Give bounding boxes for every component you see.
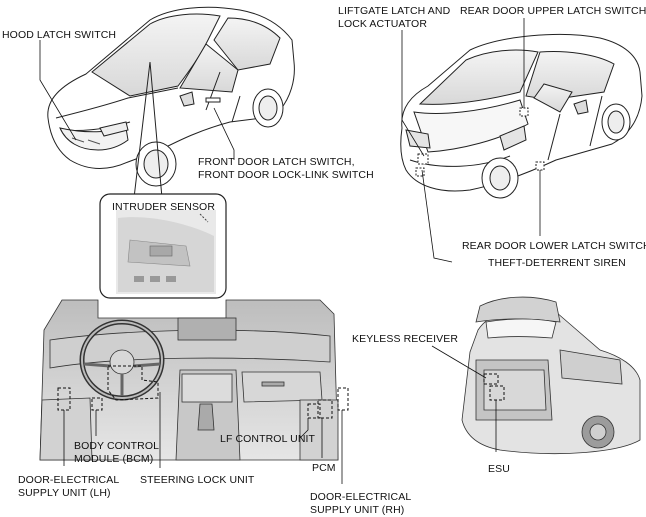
label-liftgate-latch-line2: LOCK ACTUATOR [338, 17, 428, 30]
label-door-electrical-supply-rh-line2: SUPPLY UNIT (RH) [310, 503, 405, 516]
rear-car-illustration [400, 33, 643, 199]
label-esu-text: ESU [488, 463, 510, 475]
label-steering-lock-unit: STEERING LOCK UNIT [140, 474, 254, 487]
label-lf-control-unit-text: LF CONTROL UNIT [220, 433, 316, 445]
leader-lines [39, 18, 541, 484]
liftgate-car-illustration [461, 296, 641, 455]
label-door-electrical-supply-rh-line1: DOOR-ELECTRICAL [310, 491, 412, 503]
label-front-door-switch-line1: FRONT DOOR LATCH SWITCH, [198, 156, 355, 168]
label-bcm: BODY CONTROL MODULE (BCM) [74, 440, 159, 465]
label-keyless-receiver: KEYLESS RECEIVER [352, 333, 458, 346]
dashboard-illustration [39, 299, 349, 461]
label-pcm-text: PCM [312, 462, 336, 474]
label-rear-door-lower-text: REAR DOOR LOWER LATCH SWITCH [462, 240, 646, 252]
label-liftgate-latch: LIFTGATE LATCH AND LOCK ACTUATOR [338, 5, 450, 30]
label-pcm: PCM [312, 462, 336, 475]
label-front-door-switch: FRONT DOOR LATCH SWITCH, FRONT DOOR LOCK… [198, 156, 374, 181]
label-esu: ESU [488, 463, 510, 476]
front-car-illustration [47, 6, 295, 187]
label-hood-latch-switch: HOOD LATCH SWITCH [2, 29, 116, 42]
label-liftgate-latch-line1: LIFTGATE LATCH AND [338, 5, 451, 17]
label-rear-door-upper: REAR DOOR UPPER LATCH SWITCH [460, 5, 646, 18]
intruder-sensor-callout [99, 61, 227, 299]
label-intruder-sensor-text: INTRUDER SENSOR [112, 201, 216, 213]
label-keyless-receiver-text: KEYLESS RECEIVER [352, 333, 459, 345]
label-door-electrical-supply-lh-line1: DOOR-ELECTRICAL [18, 474, 120, 486]
label-rear-door-upper-text: REAR DOOR UPPER LATCH SWITCH [460, 5, 646, 17]
label-intruder-sensor: INTRUDER SENSOR [112, 201, 215, 214]
label-theft-deterrent-siren: THEFT-DETERRENT SIREN [488, 257, 626, 270]
label-rear-door-lower: REAR DOOR LOWER LATCH SWITCH [462, 240, 646, 253]
label-bcm-line1: BODY CONTROL [74, 440, 160, 452]
label-lf-control-unit: LF CONTROL UNIT [220, 433, 315, 446]
label-door-electrical-supply-lh-line2: SUPPLY UNIT (LH) [18, 486, 111, 499]
label-bcm-line2: MODULE (BCM) [74, 452, 154, 465]
label-front-door-switch-line2: FRONT DOOR LOCK-LINK SWITCH [198, 168, 374, 181]
label-hood-latch-switch-text: HOOD LATCH SWITCH [2, 29, 117, 41]
label-steering-lock-unit-text: STEERING LOCK UNIT [140, 474, 255, 486]
label-door-electrical-supply-rh: DOOR-ELECTRICAL SUPPLY UNIT (RH) [310, 491, 411, 516]
label-door-electrical-supply-lh: DOOR-ELECTRICAL SUPPLY UNIT (LH) [18, 474, 119, 499]
label-theft-deterrent-siren-text: THEFT-DETERRENT SIREN [488, 257, 626, 269]
